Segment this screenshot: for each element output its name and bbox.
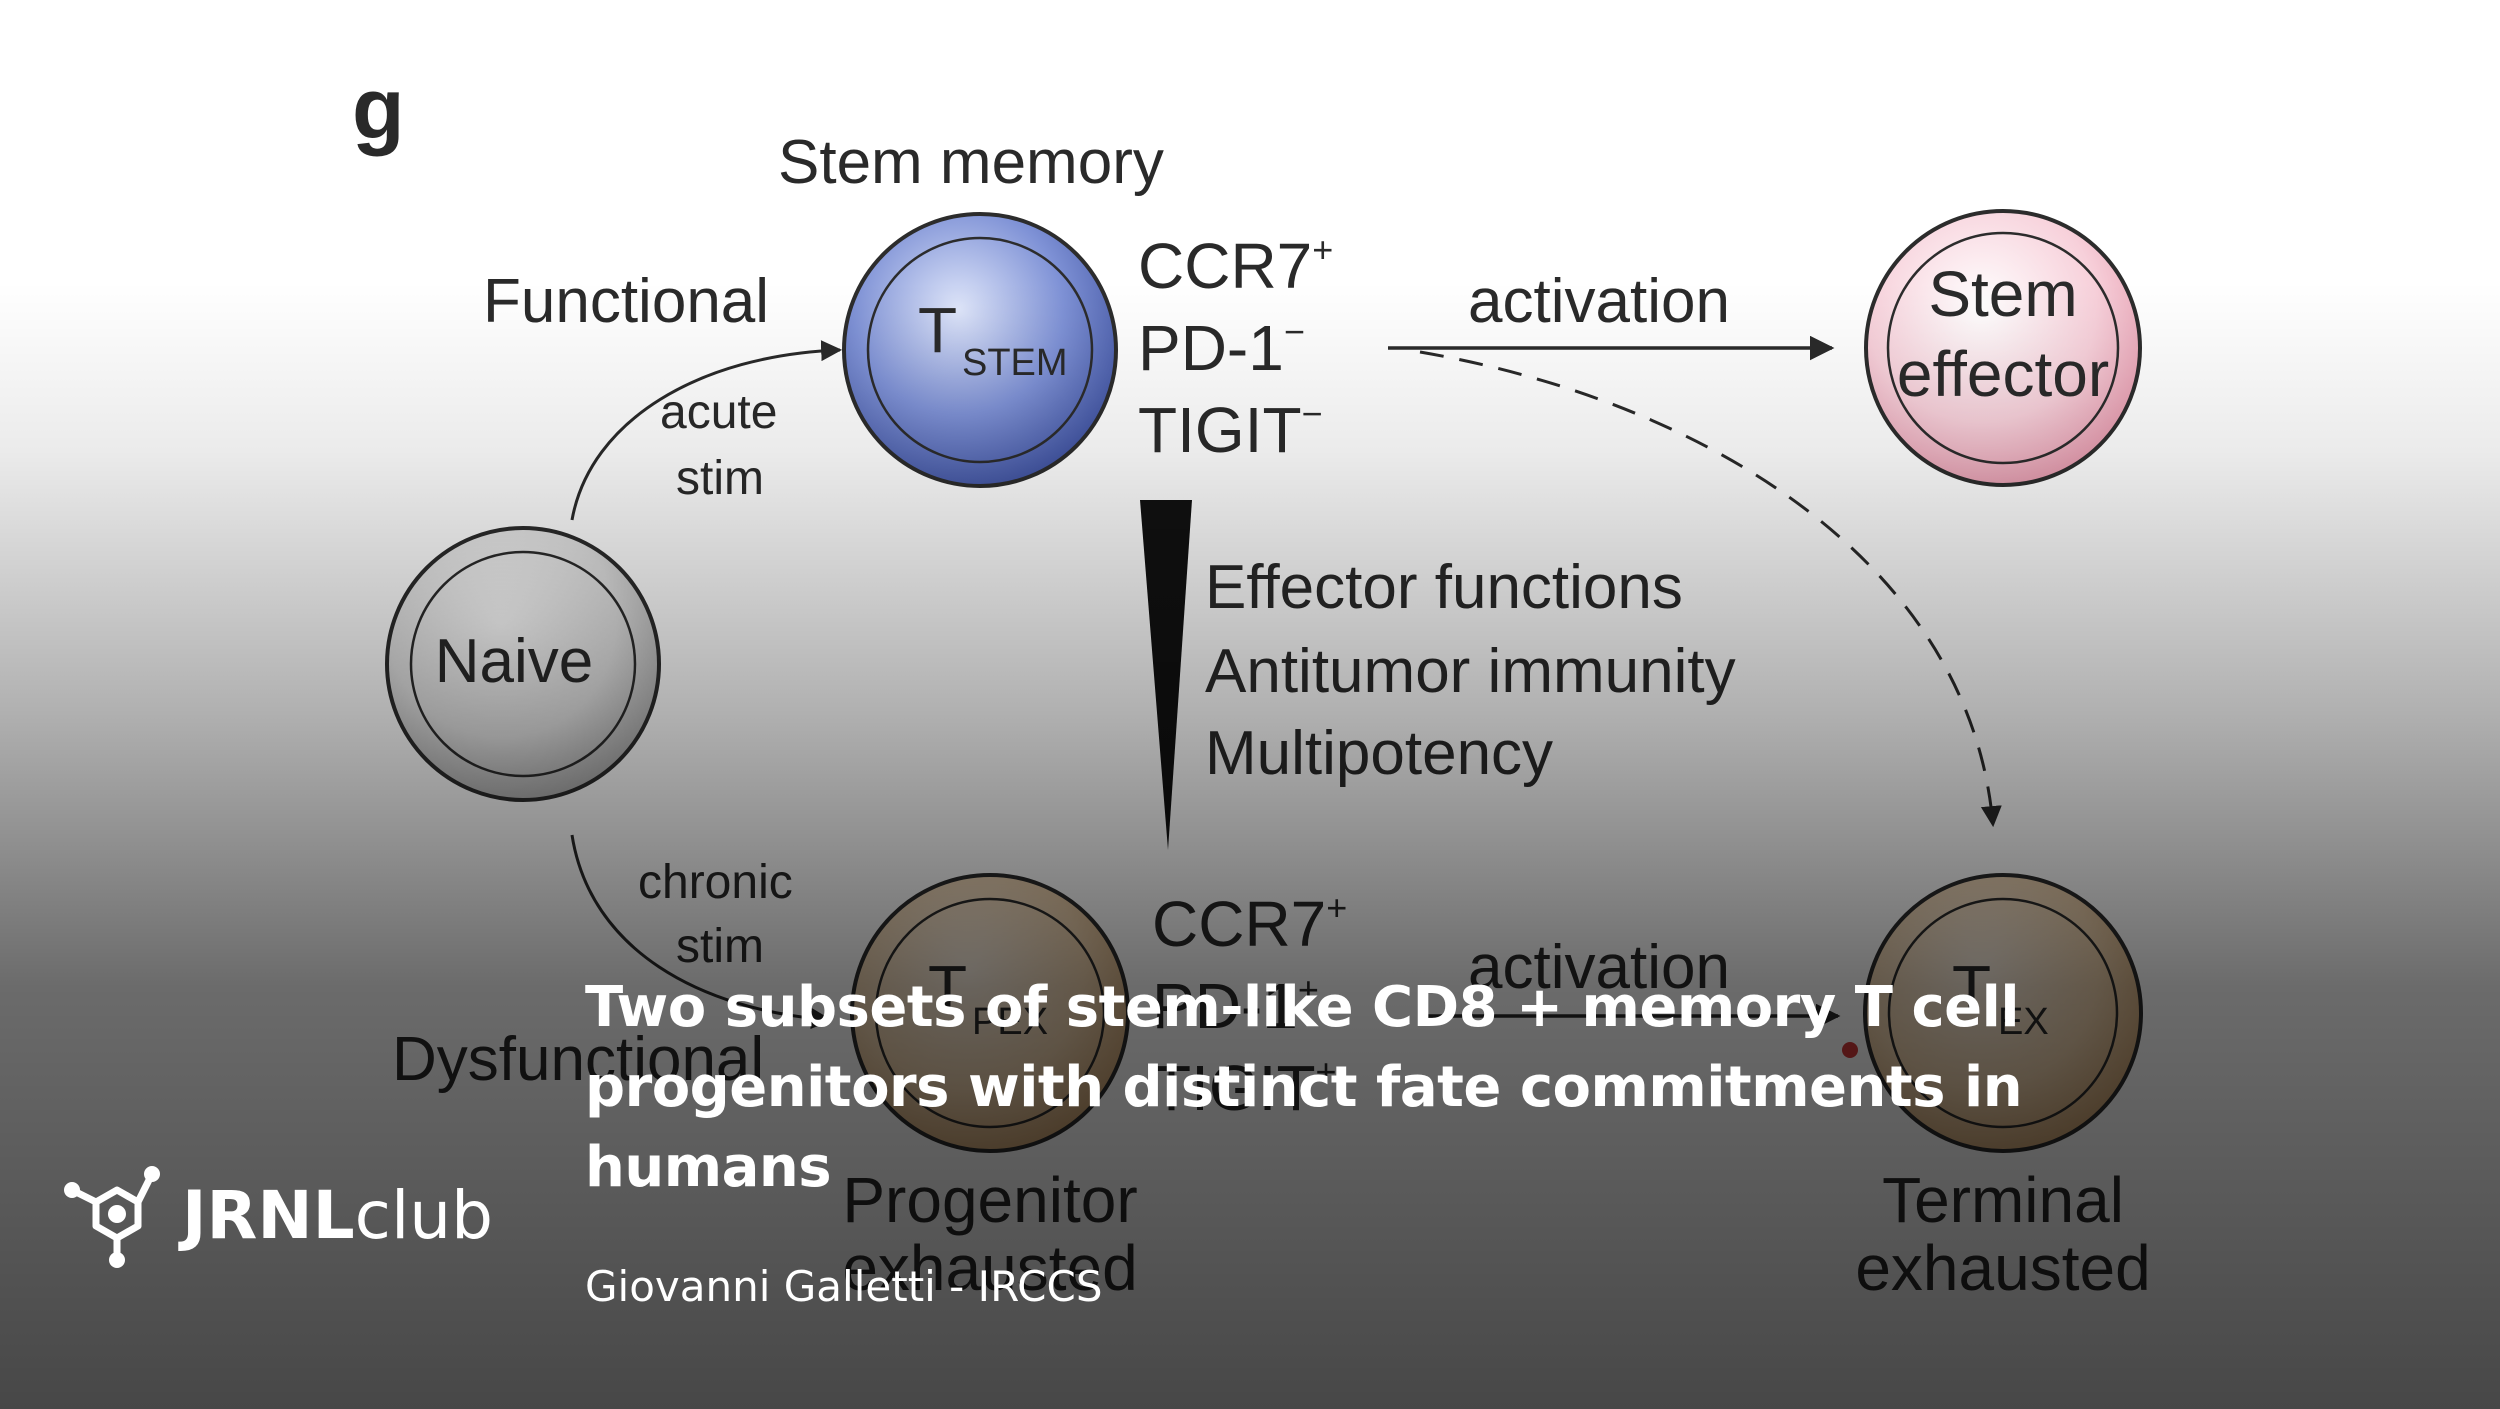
molecule-icon (64, 1166, 160, 1268)
brand-wordmark: JRNLclub (182, 1177, 493, 1254)
brand-light: club (354, 1176, 494, 1254)
author-line: Giovanni Galletti - IRCCS (585, 1262, 1103, 1311)
naive-cell: Naive (385, 526, 661, 802)
stem-memory-title: Stem memory (778, 128, 1164, 197)
effector-functions-label: Effector functions (1205, 553, 1683, 622)
stem-effector-line2: effector (1897, 338, 2109, 410)
brand-bold: JRNL (182, 1176, 355, 1254)
stim-label-top: stim (676, 452, 764, 505)
stem-effector-line1: Stem (1928, 258, 2077, 330)
article-title: Two subsets of stem-like CD8 + memory T … (585, 975, 2023, 1200)
acute-label: acute (660, 386, 777, 439)
tpex-marker-ccr7: CCR7+ (1152, 887, 1347, 960)
tstem-marker-tigit: TIGIT− (1138, 393, 1323, 466)
gradient-wedge (1140, 500, 1192, 850)
functional-label: Functional (483, 267, 769, 336)
multipotency-label: Multipotency (1205, 719, 1553, 788)
tstem-cell: T STEM (842, 212, 1118, 488)
tstem-marker-pd1: PD-1− (1138, 311, 1305, 384)
tstem-main: T (918, 294, 957, 366)
antitumor-immunity-label: Antitumor immunity (1205, 637, 1736, 706)
tstem-sub: STEM (962, 342, 1068, 384)
stim-label-bottom: stim (676, 920, 764, 973)
stem-effector-cell: Stem effector (1864, 209, 2142, 487)
tstem-marker-ccr7: CCR7+ (1138, 229, 1333, 302)
brand-logo[interactable]: JRNLclub (62, 1160, 493, 1270)
chronic-label: chronic (638, 856, 793, 909)
panel-label: g (352, 61, 405, 157)
activation-top-label: activation (1468, 267, 1730, 336)
terminal-exhausted-label: exhausted (1855, 1232, 2150, 1304)
naive-label: Naive (435, 627, 594, 696)
